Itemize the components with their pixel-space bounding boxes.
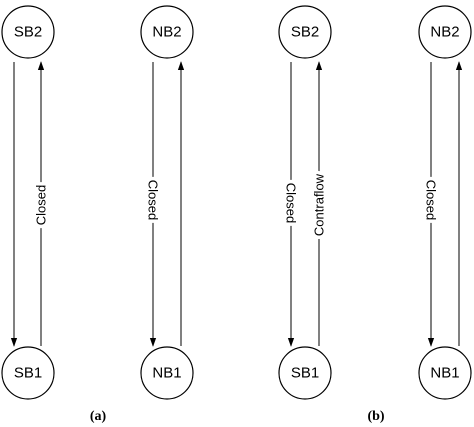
node-sb1-a: SB1 — [1, 346, 55, 400]
edge-label-sb-a-closed: Closed — [34, 185, 49, 225]
edge-label-nb-b-closed: Closed — [424, 180, 439, 220]
edge-label-sb-b-contraflow: Contraflow — [312, 173, 327, 236]
edge-label-nb-a-closed: Closed — [146, 180, 161, 220]
node-label: NB2 — [152, 24, 181, 41]
node-nb2-a: NB2 — [140, 5, 194, 59]
node-nb2-b: NB2 — [418, 5, 472, 59]
node-nb1-a: NB1 — [140, 346, 194, 400]
edge-label-sb-b-closed: Closed — [284, 183, 299, 223]
node-nb1-b: NB1 — [418, 346, 472, 400]
node-sb1-b: SB1 — [278, 346, 332, 400]
node-label: NB1 — [430, 365, 459, 382]
node-sb2-a: SB2 — [1, 5, 55, 59]
node-label: SB1 — [291, 365, 319, 382]
node-label: NB1 — [152, 365, 181, 382]
node-sb2-b: SB2 — [278, 5, 332, 59]
node-label: SB2 — [291, 24, 319, 41]
node-label: SB1 — [14, 365, 42, 382]
panel-label-b: (b) — [367, 409, 384, 424]
node-label: NB2 — [430, 24, 459, 41]
panel-label-a: (a) — [90, 409, 107, 424]
node-label: SB2 — [14, 24, 42, 41]
